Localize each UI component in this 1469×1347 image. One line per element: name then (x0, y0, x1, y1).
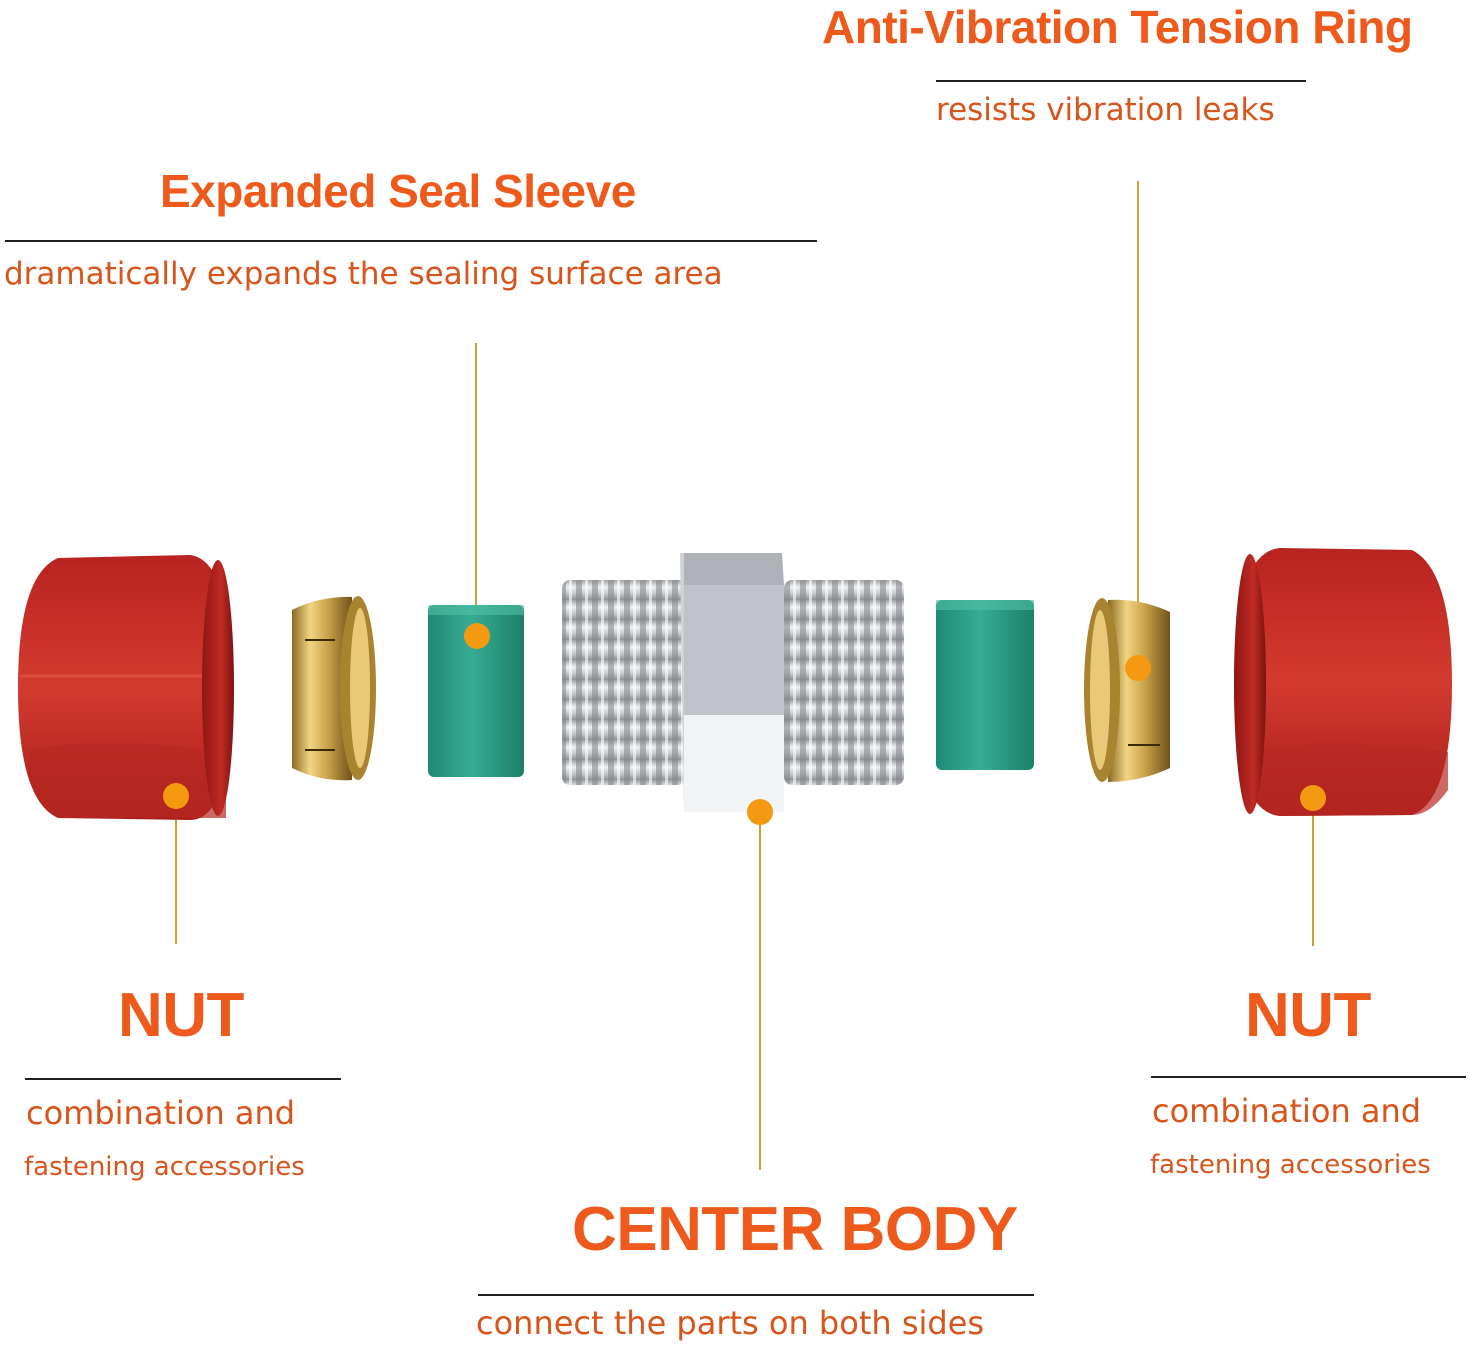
center-body-description: connect the parts on both sides (476, 1304, 984, 1342)
nut-right-part (1234, 548, 1452, 816)
nut-right-description-line1: combination and (1152, 1092, 1421, 1130)
nut-right-description-line2: fastening accessories (1150, 1150, 1431, 1180)
center-body-title: CENTER BODY (572, 1194, 1018, 1265)
marker-seal-sleeve (464, 623, 490, 649)
marker-nut-left (163, 783, 189, 809)
nut-left-description-line2: fastening accessories (24, 1152, 305, 1182)
tension-ring-description: resists vibration leaks (936, 92, 1275, 128)
nut-right-title: NUT (1245, 980, 1371, 1051)
seal-sleeve-description: dramatically expands the sealing surface… (4, 256, 723, 292)
brass-ring-left-part (292, 596, 376, 780)
nut-left-title: NUT (118, 980, 244, 1051)
nut-left-description-line1: combination and (26, 1094, 295, 1132)
nut-right-divider (1151, 1076, 1466, 1078)
tension-ring-title: Anti-Vibration Tension Ring (822, 0, 1412, 54)
center-body-divider (478, 1294, 1034, 1296)
brass-ring-right-part (1084, 598, 1170, 782)
marker-center-body (747, 799, 773, 825)
nut-left-divider (25, 1078, 341, 1080)
marker-nut-right (1300, 785, 1326, 811)
tension-ring-divider (936, 80, 1306, 82)
seal-sleeve-divider (5, 240, 817, 242)
center-body-part (562, 553, 904, 812)
nut-left-part (18, 555, 234, 820)
seal-sleeve-title: Expanded Seal Sleeve (160, 164, 636, 218)
marker-tension-ring (1125, 655, 1151, 681)
seal-sleeve-right-part (936, 600, 1034, 770)
